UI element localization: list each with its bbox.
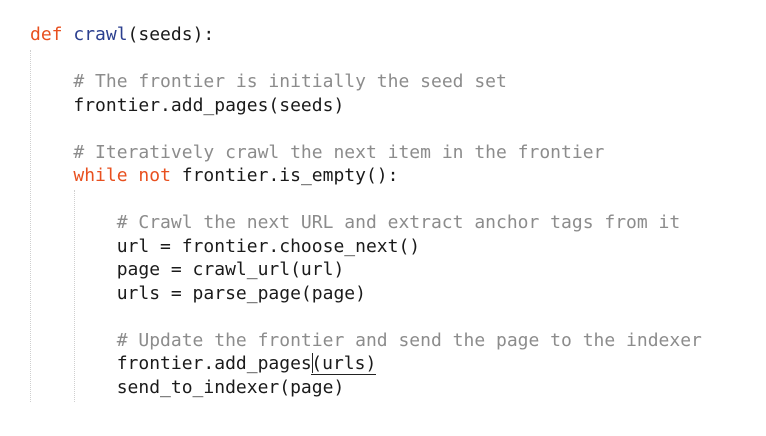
code-function-name: crawl [73, 24, 128, 45]
code-line[interactable] [30, 188, 702, 212]
code-comment: # Crawl the next URL and extract anchor … [116, 212, 681, 233]
code-token: frontier.add_pages(seeds) [73, 94, 345, 116]
code-line[interactable]: while not frontier.is_empty(): [30, 164, 702, 188]
code-comment: # The frontier is initially the seed set [73, 71, 507, 92]
code-token: page = crawl_url(url) [116, 259, 345, 280]
code-line[interactable] [30, 117, 702, 141]
code-line[interactable]: def crawl(seeds): [30, 23, 702, 47]
code-line[interactable] [30, 305, 702, 329]
code-editor[interactable]: def crawl(seeds): # The frontier is init… [30, 23, 702, 399]
code-comment: # Iteratively crawl the next item in the… [73, 141, 605, 163]
code-keyword: def [30, 24, 63, 45]
code-token: (urls [311, 353, 366, 375]
code-token: urls = parse_page(page) [116, 282, 366, 304]
code-keyword: while [73, 165, 128, 186]
code-line[interactable]: # The frontier is initially the seed set [30, 70, 702, 94]
text-cursor [311, 353, 313, 373]
code-token: send_to_indexer(page) [116, 376, 345, 398]
indent-guide-function [30, 50, 31, 402]
code-keyword: not [138, 165, 171, 186]
code-line[interactable]: frontier.add_pages(seeds) [30, 94, 702, 118]
code-line[interactable]: # Update the frontier and send the page … [30, 329, 702, 353]
code-token: frontier.add_pages [116, 353, 312, 374]
code-token: (seeds): [127, 24, 215, 45]
code-line[interactable]: url = frontier.choose_next() [30, 235, 702, 259]
code-comment: # Update the frontier and send the page … [116, 329, 702, 351]
code-line[interactable]: # Crawl the next URL and extract anchor … [30, 211, 702, 235]
code-token [128, 165, 139, 186]
code-token: frontier.is_empty(): [170, 165, 399, 186]
code-line[interactable]: send_to_indexer(page) [30, 376, 702, 400]
code-line[interactable]: page = crawl_url(url) [30, 258, 702, 282]
code-line[interactable]: # Iteratively crawl the next item in the… [30, 141, 702, 165]
code-token: ) [365, 353, 377, 375]
code-token: url = frontier.choose_next() [116, 235, 421, 257]
code-line[interactable] [30, 47, 702, 71]
code-line[interactable]: frontier.add_pages(urls) [30, 352, 702, 376]
indent-guide-while [74, 190, 75, 402]
code-token [63, 24, 74, 45]
code-line[interactable]: urls = parse_page(page) [30, 282, 702, 306]
